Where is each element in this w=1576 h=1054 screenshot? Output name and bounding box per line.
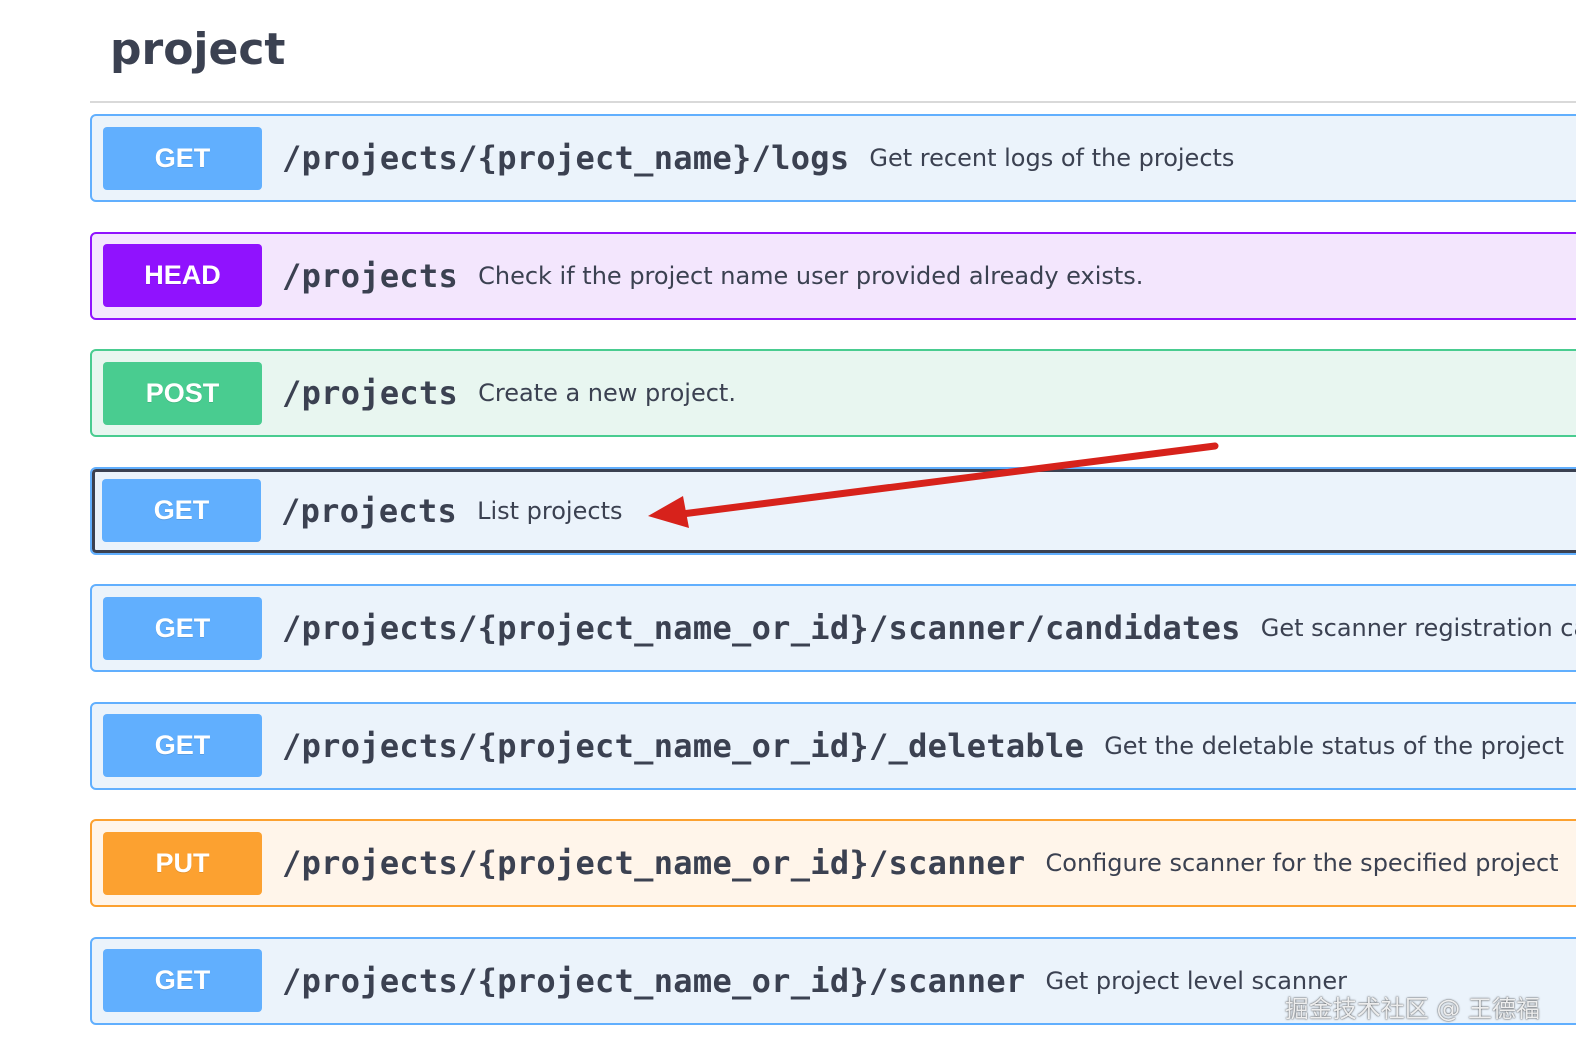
operation-path: /projects/{project_name_or_id}/scanner (282, 844, 1026, 882)
operation-summary: Check if the project name user provided … (478, 261, 1144, 290)
operation-get-deletable[interactable]: GET /projects/{project_name_or_id}/_dele… (90, 701, 1576, 790)
method-badge: PUT (103, 831, 262, 895)
operation-path: /projects (282, 374, 459, 412)
operation-get-project-logs[interactable]: GET /projects/{project_name}/logs Get re… (90, 114, 1576, 202)
operation-put-scanner[interactable]: PUT /projects/{project_name_or_id}/scann… (90, 819, 1576, 907)
operation-path: /projects/{project_name}/logs (282, 139, 850, 177)
operation-path: /projects (281, 491, 458, 530)
method-badge: HEAD (103, 244, 262, 307)
operation-head-projects[interactable]: HEAD /projects Check if the project name… (90, 231, 1576, 320)
method-badge: GET (103, 126, 262, 190)
operation-summary: Get recent logs of the projects (869, 144, 1235, 172)
method-badge: POST (103, 361, 262, 425)
operation-summary: List projects (477, 496, 623, 525)
operation-summary: Get scanner registration ca (1260, 614, 1576, 642)
method-badge: GET (103, 949, 262, 1012)
operations-list: GET /projects/{project_name}/logs Get re… (90, 114, 1576, 1054)
operation-summary: Get the deletable status of the project (1104, 731, 1564, 760)
operation-path: /projects/{project_name_or_id}/scanner/c… (282, 609, 1241, 647)
method-badge: GET (102, 479, 261, 542)
section-title[interactable]: project (110, 24, 286, 75)
method-badge: GET (103, 714, 262, 777)
operation-summary: Create a new project. (478, 379, 736, 407)
operation-get-projects[interactable]: GET /projects List projects (90, 466, 1576, 555)
watermark: 掘金技术社区 @ 王德福 (1284, 995, 1540, 1023)
section-divider (90, 101, 1576, 103)
operation-path: /projects (282, 256, 459, 295)
operation-summary: Get project level scanner (1045, 966, 1348, 995)
operation-get-scanner[interactable]: GET /projects/{project_name_or_id}/scann… (90, 936, 1576, 1025)
operation-post-projects[interactable]: POST /projects Create a new project. (90, 349, 1576, 437)
operation-summary: Configure scanner for the specified proj… (1045, 849, 1559, 877)
operation-path: /projects/{project_name_or_id}/scanner (282, 961, 1026, 1000)
operation-get-scanner-candidates[interactable]: GET /projects/{project_name_or_id}/scann… (90, 584, 1576, 672)
method-badge: GET (103, 596, 262, 660)
operation-path: /projects/{project_name_or_id}/_deletabl… (282, 726, 1085, 765)
